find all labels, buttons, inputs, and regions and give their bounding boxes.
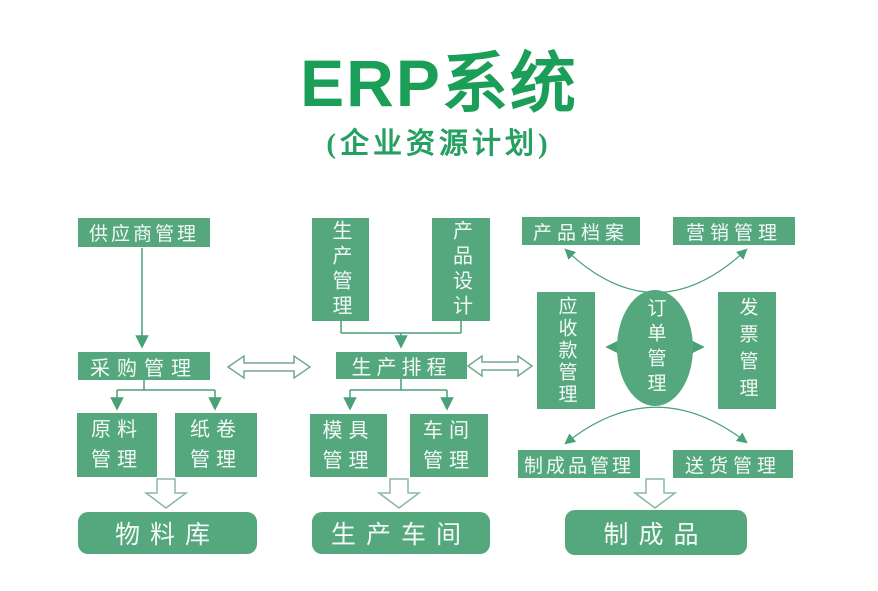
node-receivables-management: 应收款管理 — [537, 292, 595, 409]
double-arrow-scheduling-receivables-icon — [466, 354, 534, 378]
node-raw-material-management: 原料管理 — [77, 413, 157, 477]
node-product-archive: 产品档案 — [522, 217, 640, 245]
node-finished-goods: 制成品 — [565, 510, 747, 555]
connector-production-join — [340, 321, 462, 334]
node-purchase-management: 采购管理 — [78, 352, 210, 380]
arrow-order-to-archive-and-marketing — [564, 248, 748, 294]
node-production-management: 生产管理 — [312, 218, 369, 321]
block-arrow-to-production-workshop-icon — [376, 478, 422, 509]
node-workshop-management: 车间管理 — [410, 414, 488, 477]
double-arrow-purchase-scheduling-icon — [226, 354, 312, 380]
node-delivery-management: 送货管理 — [673, 450, 793, 478]
page-subtitle: (企业资源计划) — [326, 128, 552, 160]
node-finished-goods-management: 制成品管理 — [518, 450, 640, 478]
connector-purchase-split — [117, 380, 215, 391]
node-supplier-management: 供应商管理 — [78, 218, 210, 247]
node-production-scheduling: 生产排程 — [336, 352, 467, 379]
node-mold-management: 模具管理 — [310, 414, 387, 477]
node-order-management: 订单管理 — [617, 290, 693, 406]
block-arrow-to-material-warehouse-icon — [143, 478, 189, 509]
node-production-workshop: 生产车间 — [312, 512, 490, 554]
node-product-design: 产品设计 — [432, 218, 490, 321]
node-invoice-management: 发票管理 — [718, 292, 776, 409]
arrow-order-to-finished-and-delivery — [564, 406, 748, 445]
node-paper-roll-management: 纸卷管理 — [175, 413, 257, 477]
block-arrow-to-finished-goods-icon — [632, 478, 678, 509]
page-title: ERP系统 — [300, 46, 578, 120]
connector-scheduling-split — [350, 379, 447, 391]
node-marketing-management: 营销管理 — [673, 217, 795, 245]
node-material-warehouse: 物料库 — [78, 512, 257, 554]
